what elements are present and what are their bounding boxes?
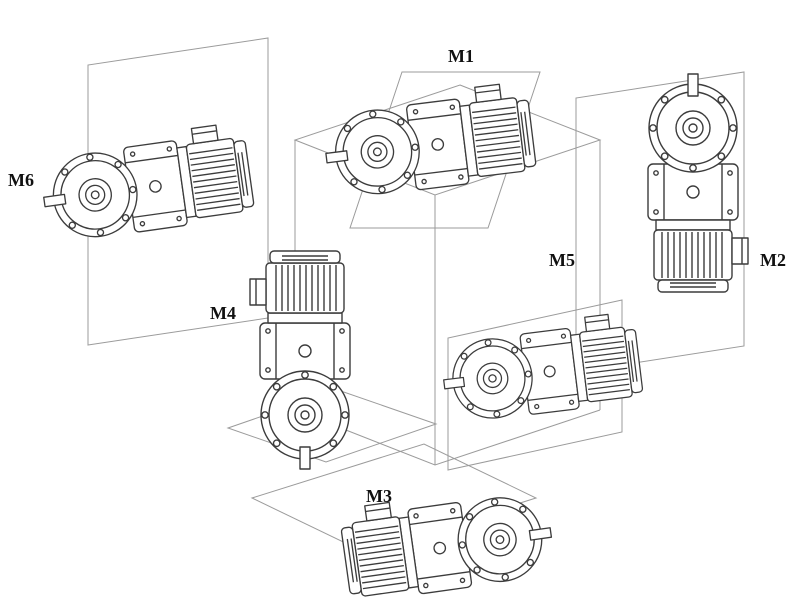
- plane-m2: [575, 71, 745, 373]
- label-m1: M1: [448, 46, 474, 66]
- gearmotor-m2: [647, 73, 749, 293]
- label-m2: M2: [760, 250, 786, 270]
- gearmotor-m4: [249, 250, 351, 470]
- label-m5: M5: [549, 250, 575, 270]
- plane-m3: [250, 443, 538, 553]
- gearmotor-m1: [319, 80, 538, 202]
- label-m6: M6: [8, 170, 34, 190]
- label-m3: M3: [366, 486, 392, 506]
- label-m4: M4: [210, 303, 236, 323]
- gearmotor-m5: [437, 310, 645, 426]
- gearmotor-m6: [36, 120, 257, 246]
